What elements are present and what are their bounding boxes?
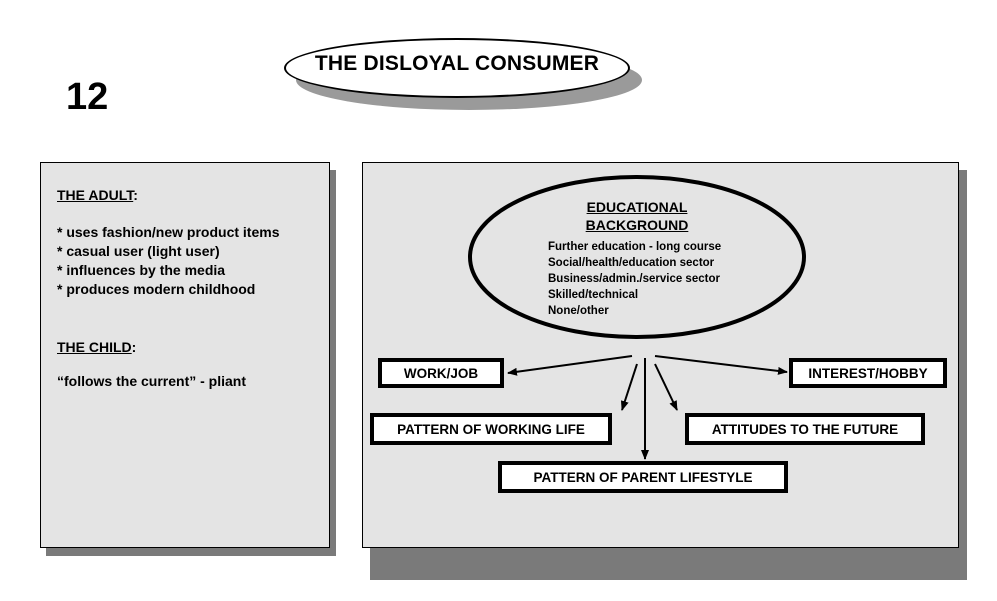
education-title: EDUCATIONAL BACKGROUND — [585, 199, 689, 233]
adult-section: THE ADULT: * uses fashion/new product it… — [57, 187, 329, 299]
node-interest-hobby: INTEREST/HOBBY — [789, 358, 947, 388]
list-item: None/other — [548, 305, 609, 317]
list-item: * influences by the media — [57, 262, 226, 278]
title-oval: THE DISLOYAL CONSUMER — [284, 38, 630, 98]
left-panel: THE ADULT: * uses fashion/new product it… — [40, 162, 330, 548]
node-pattern-working-life: PATTERN OF WORKING LIFE — [370, 413, 612, 445]
node-parent-lifestyle: PATTERN OF PARENT LIFESTYLE — [498, 461, 788, 493]
arrow-to-work — [507, 355, 633, 376]
education-list: Further education - long course Social/h… — [548, 239, 721, 319]
node-attitudes-future: ATTITUDES TO THE FUTURE — [685, 413, 925, 445]
node-work-job: WORK/JOB — [378, 358, 504, 388]
child-heading: THE CHILD — [57, 339, 132, 355]
education-ellipse — [468, 175, 806, 339]
list-item: * produces modern childhood — [57, 281, 256, 297]
page-number: 12 — [66, 76, 109, 118]
arrow-to-pattern-work — [620, 363, 638, 411]
adult-list: * uses fashion/new product items * casua… — [57, 223, 329, 299]
page-title: THE DISLOYAL CONSUMER — [314, 52, 600, 75]
child-section: THE CHILD: “follows the current” - plian… — [57, 339, 329, 389]
list-item: * uses fashion/new product items — [57, 224, 280, 240]
list-item: Social/health/education sector — [548, 257, 715, 269]
child-note: “follows the current” - pliant — [57, 373, 247, 389]
list-item: Skilled/technical — [548, 289, 639, 301]
arrow-to-interest — [654, 355, 788, 375]
list-item: Business/admin./service sector — [548, 273, 720, 285]
arrow-to-attitudes — [654, 363, 678, 411]
adult-heading: THE ADULT — [57, 187, 134, 203]
list-item: * casual user (light user) — [57, 243, 220, 259]
list-item: Further education - long course — [548, 241, 722, 253]
